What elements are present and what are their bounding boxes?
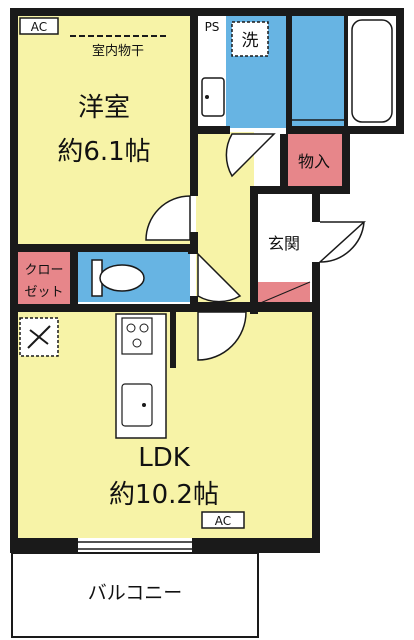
ps-box xyxy=(198,16,226,36)
ac-unit-icon xyxy=(201,511,245,529)
closet: クロー ゼット xyxy=(24,263,63,300)
closet-label-line2: ゼット xyxy=(24,285,63,300)
ldk-area: 約10.2帖 xyxy=(109,480,219,510)
kitchen-sink-icon xyxy=(121,383,153,427)
bathroom-floor xyxy=(290,14,344,128)
ps-label: PS xyxy=(205,20,220,34)
entrance-label: 玄関 xyxy=(268,234,300,253)
bathroom xyxy=(292,19,393,123)
ldk: LDK 約10.2帖 AC xyxy=(19,313,245,529)
stove-burner xyxy=(139,323,149,333)
ac-unit-icon xyxy=(19,17,59,35)
windows xyxy=(78,541,192,550)
door-swing-icon xyxy=(145,195,191,241)
washer-icon xyxy=(231,21,269,57)
stove-burner xyxy=(126,323,136,333)
western-room-area: 約6.1帖 xyxy=(57,137,150,167)
door-swing-icon xyxy=(225,133,276,178)
sink-drain xyxy=(205,95,209,99)
sink-icon xyxy=(201,77,225,117)
entrance: 玄関 xyxy=(257,234,311,305)
storage-label: 物入 xyxy=(298,152,330,171)
kitchen-sink-drain xyxy=(142,403,146,407)
door-swing-icon xyxy=(197,311,247,361)
indoor-drying-label: 室内物干 xyxy=(92,43,144,59)
ac-label-top: AC xyxy=(31,20,47,34)
bathtub-icon xyxy=(351,19,393,123)
ac-label-ldk: AC xyxy=(215,514,231,528)
western-room-name: 洋室 xyxy=(78,93,130,123)
door-swings xyxy=(145,133,366,361)
balcony: バルコニー xyxy=(11,552,259,638)
fan-symbol-line xyxy=(29,329,49,345)
door-swing-icon xyxy=(197,252,242,303)
stove-icon xyxy=(121,317,153,355)
storage: 物入 xyxy=(298,152,330,171)
stove-burner xyxy=(132,338,142,348)
closet-label-line1: クロー xyxy=(24,263,63,278)
washer-label: 洗 xyxy=(242,31,259,51)
toilet-icon xyxy=(99,264,145,292)
door-swing-icon xyxy=(318,221,366,263)
ldk-name: LDK xyxy=(138,443,191,473)
walls xyxy=(10,8,404,553)
balcony-outline xyxy=(11,552,259,638)
balcony-label: バルコニー xyxy=(88,582,183,604)
toilet xyxy=(91,259,145,297)
entrance-step-line xyxy=(257,281,311,305)
storage-floor xyxy=(286,134,344,186)
closet-floor xyxy=(18,250,70,306)
washroom: PS 洗 xyxy=(198,16,269,117)
western-room: AC 室内物干 洋室 約6.1帖 xyxy=(19,17,166,167)
